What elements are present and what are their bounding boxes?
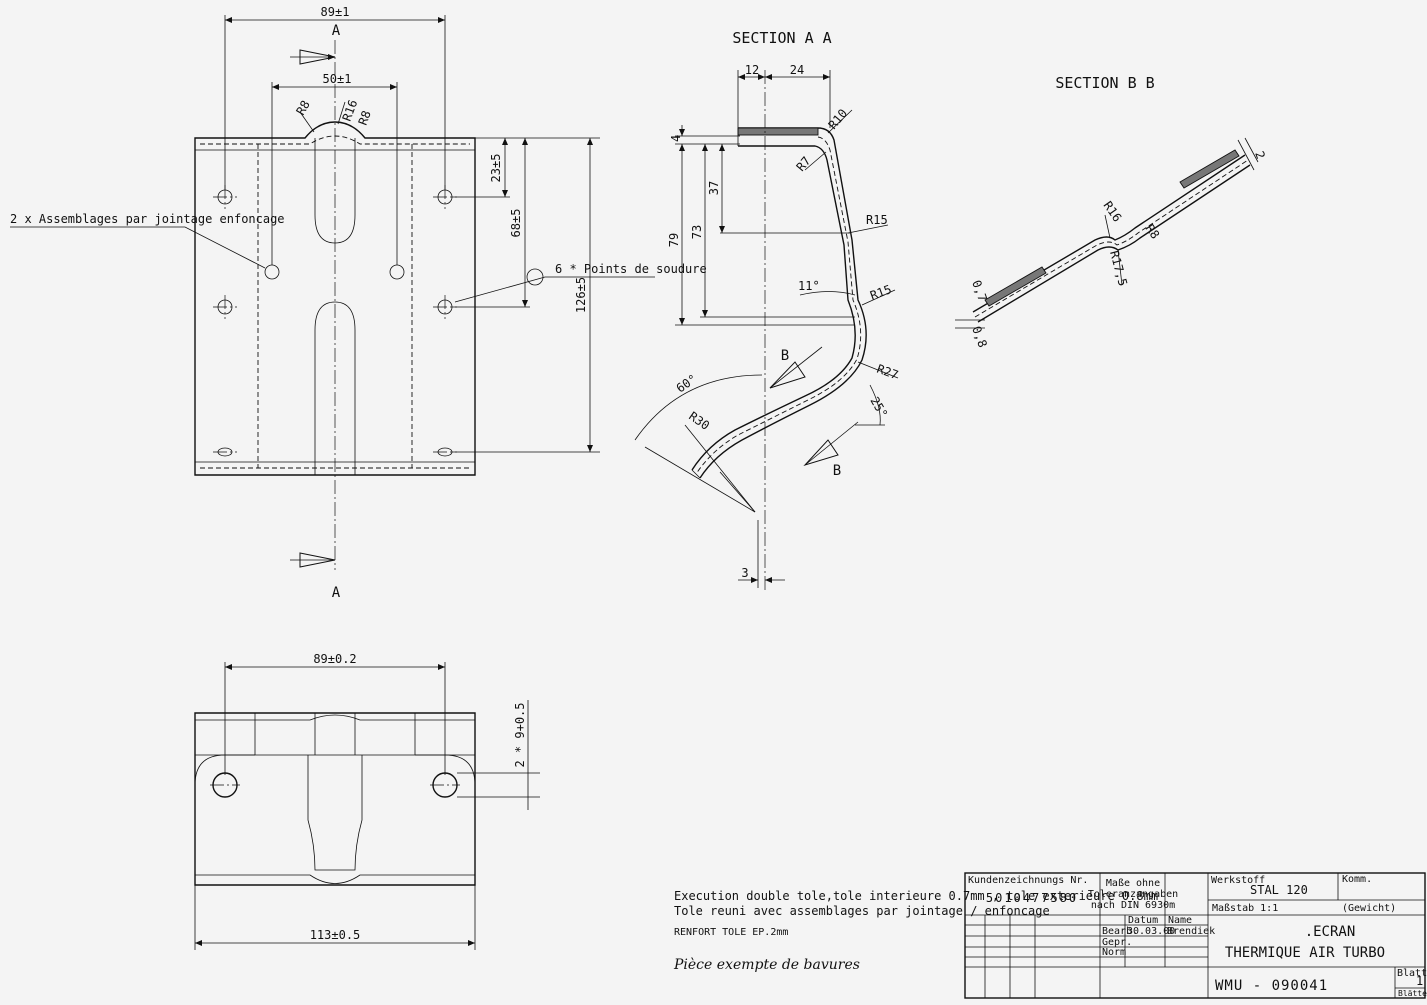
dim-79: 79 [667,233,681,247]
dim-width-89-bottom: 89±0.2 [313,652,356,666]
radius-r7: R7 [794,154,814,174]
radius-bb-r175: R17,5 [1107,249,1130,288]
label-sheet: Blatt [1397,968,1427,979]
top-view: 89±1 50±1 23±5 68±5 126±5 R8 R16 R8 A A … [10,5,707,601]
note-handwritten: Pièce exempte de bavures [673,957,860,973]
dim-hole-2x9: 2 * 9+0.5 [513,702,527,767]
section-mark-a-top: A [332,23,341,39]
drawing-title-1: .ECRAN [1305,924,1356,940]
radius-r15-lower: R15 [868,282,893,303]
section-mark-a-bottom: A [332,585,341,601]
row-norm: Norm [1102,947,1126,958]
row-gepr: Gepr. [1102,937,1132,948]
weight-label: (Gewicht) [1342,903,1396,914]
bottom-view: 89±0.2 113±0.5 2 * 9+0.5 [194,652,540,950]
note-assembly: 2 x Assemblages par jointage enfoncage [10,212,285,226]
dim-inner-50: 50±1 [323,72,352,86]
note-line-2: Tole reuni avec assemblages par jointage… [674,904,1050,918]
radius-r10: R10 [826,106,851,132]
tolerance-line-3: nach DIN 6930m [1091,900,1175,911]
section-mark-b-upper: B [781,348,789,364]
radius-r8-left: R8 [293,98,312,118]
scale: Maßstab 1:1 [1212,903,1278,914]
dim-bb-07: 0,7 [969,278,990,303]
dim-12: 12 [745,63,759,77]
dim-width-89: 89±1 [321,5,350,19]
row-bearb: Bearb. [1102,926,1138,937]
col-name: Name [1168,915,1192,926]
dim-23: 23±5 [489,154,503,183]
dim-68: 68±5 [509,209,523,238]
sheet-number: 1 [1416,974,1423,988]
dim-37: 37 [707,181,721,195]
dim-24: 24 [790,63,804,77]
note-line-1: Execution double tole,tole interieure 0.… [674,889,1158,903]
drawing-title-2: THERMIQUE AIR TURBO [1225,945,1385,961]
title-block: Kundenzeichnungs Nr. 5010477580 Maße ohn… [964,872,1427,999]
bearb-date: 30.03.00 [1127,926,1175,937]
bearb-name: Brendiek [1167,926,1215,937]
radius-r16: R16 [340,98,361,123]
dim-bb-2: 2 [1252,149,1268,161]
material-value: STAL 120 [1250,883,1308,897]
radius-r30: R30 [686,409,712,433]
section-bb-view: SECTION B B 2 R16 R8 R17,5 0,7 0,8 [955,74,1268,349]
dim-4: 4 [669,135,683,142]
radius-r27: R27 [875,362,900,383]
dim-bb-08: 0,8 [969,324,990,349]
dim-126: 126±5 [574,277,588,313]
dim-73: 73 [690,225,704,239]
general-notes: Execution double tole,tole interieure 0.… [673,889,1158,973]
label-customer-drawing: Kundenzeichnungs Nr. [968,875,1088,886]
col-datum: Datum [1128,915,1158,926]
note-line-3: RENFORT TOLE EP.2mm [674,927,788,938]
section-aa-view: SECTION A A 12 24 4 79 73 37 R10 R7 R15 … [634,29,900,590]
radius-bb-r16: R16 [1101,199,1125,225]
radius-r8-right: R8 [356,109,374,127]
section-bb-title: SECTION B B [1055,74,1154,92]
angle-60: 60° [674,372,700,396]
dim-3: 3 [741,566,748,580]
label-material: Werkstoff [1211,875,1265,886]
label-sheets: Blätter [1398,989,1427,998]
dim-overall-113: 113±0.5 [310,928,361,942]
tolerance-line-1: Maße ohne [1106,878,1160,889]
radius-bb-r8: R8 [1143,222,1163,242]
radius-r15-upper: R15 [866,213,888,227]
tolerance-line-2: Toleranzangaben [1088,889,1178,900]
section-mark-b-lower: B [833,463,841,479]
section-aa-title: SECTION A A [732,29,831,47]
angle-11: 11° [798,279,820,293]
drawing-number: WMU - 090041 [1215,978,1328,994]
angle-25: 25° [867,395,890,421]
customer-drawing-number: 5010477580 [986,891,1078,905]
note-weld-points: 6 * Points de soudure [555,262,707,276]
label-komm: Komm. [1342,874,1372,885]
